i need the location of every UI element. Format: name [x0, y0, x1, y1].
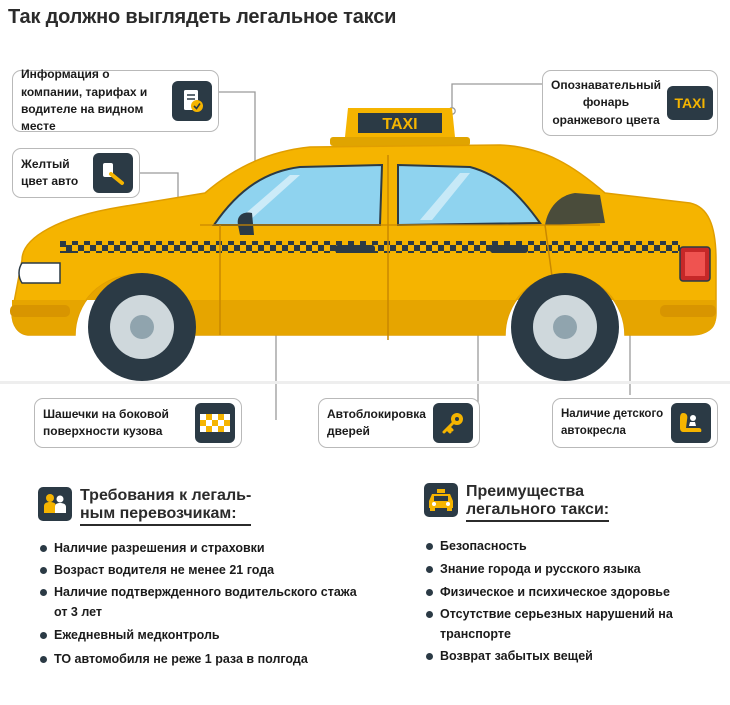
front-wheel [88, 273, 196, 381]
list-item: Возраст водителя не менее 21 года [40, 560, 370, 580]
list-item: Знание города и русского языка [426, 559, 706, 579]
roof-sign: TAXI [330, 108, 470, 146]
requirements-heading-line1: Требования к легаль- [80, 487, 252, 504]
roof-sign-text: TAXI [382, 116, 417, 133]
advantages-heading-line1: Преимущества [466, 483, 584, 500]
checker-pattern-icon [195, 403, 235, 443]
callout-doorlock-text: Автоблокировка дверей [327, 406, 426, 438]
child-seat-icon [671, 403, 711, 443]
callout-lamp-text: Опознавательный фонарь оранжевого цвета [551, 77, 661, 127]
taxi-lamp-icon-text: TAXI [674, 95, 706, 111]
list-item: Безопасность [426, 536, 706, 556]
document-check-icon [172, 81, 212, 121]
advantages-list: Безопасность Знание города и русского яз… [426, 536, 706, 666]
requirements-list: Наличие разрешения и страховки Возраст в… [40, 538, 370, 669]
callout-info-text: Информация о компании, тарифах и водител… [21, 67, 148, 134]
callout-doorlock: Автоблокировка дверей [318, 398, 480, 448]
callout-lamp: Опознавательный фонарь оранжевого цвета … [542, 70, 718, 136]
list-item: Физическое и психическое здоровье [426, 582, 706, 602]
callout-checkers-text: Шашечки на боковой поверхности кузова [43, 406, 169, 438]
taxi-front-icon [424, 483, 458, 517]
callout-info: Информация о компании, тарифах и водител… [12, 67, 219, 133]
list-item: Ежедневный медконтроль [40, 625, 370, 645]
advantages-heading: Преимущества легального такси: [424, 483, 610, 523]
taxi-lamp-icon: TAXI [666, 86, 713, 120]
list-item: ТО автомобиля не реже 1 раза в полгода [40, 649, 370, 669]
advantages-heading-line2: легального такси: [466, 500, 610, 518]
callout-checkers: Шашечки на боковой поверхности кузова [34, 398, 242, 448]
list-item: Наличие разрешения и страховки [40, 538, 370, 558]
car-key-icon [433, 403, 473, 443]
key-icon [93, 153, 133, 193]
requirements-heading-line2: ным перевозчикам: [80, 504, 237, 522]
callout-color-text: Желтый цвет авто [21, 156, 79, 188]
callout-childseat-text: Наличие детского автокресла [561, 408, 664, 437]
list-item: Отсутствие серьезных нарушений на трансп… [426, 604, 706, 644]
requirements-heading: Требования к легаль- ным перевозчикам: [38, 487, 252, 527]
callout-yellow-color: Желтый цвет авто [12, 148, 140, 198]
taxi-car-illustration: TAXI [0, 108, 730, 384]
page-title: Так должно выглядеть легальное такси [8, 6, 397, 28]
rear-wheel [511, 273, 619, 381]
list-item: Возврат забытых вещей [426, 646, 706, 666]
people-icon [38, 487, 72, 521]
callout-childseat: Наличие детского автокресла [552, 398, 718, 448]
list-item: Наличие подтвержденного водительского ст… [40, 582, 370, 622]
